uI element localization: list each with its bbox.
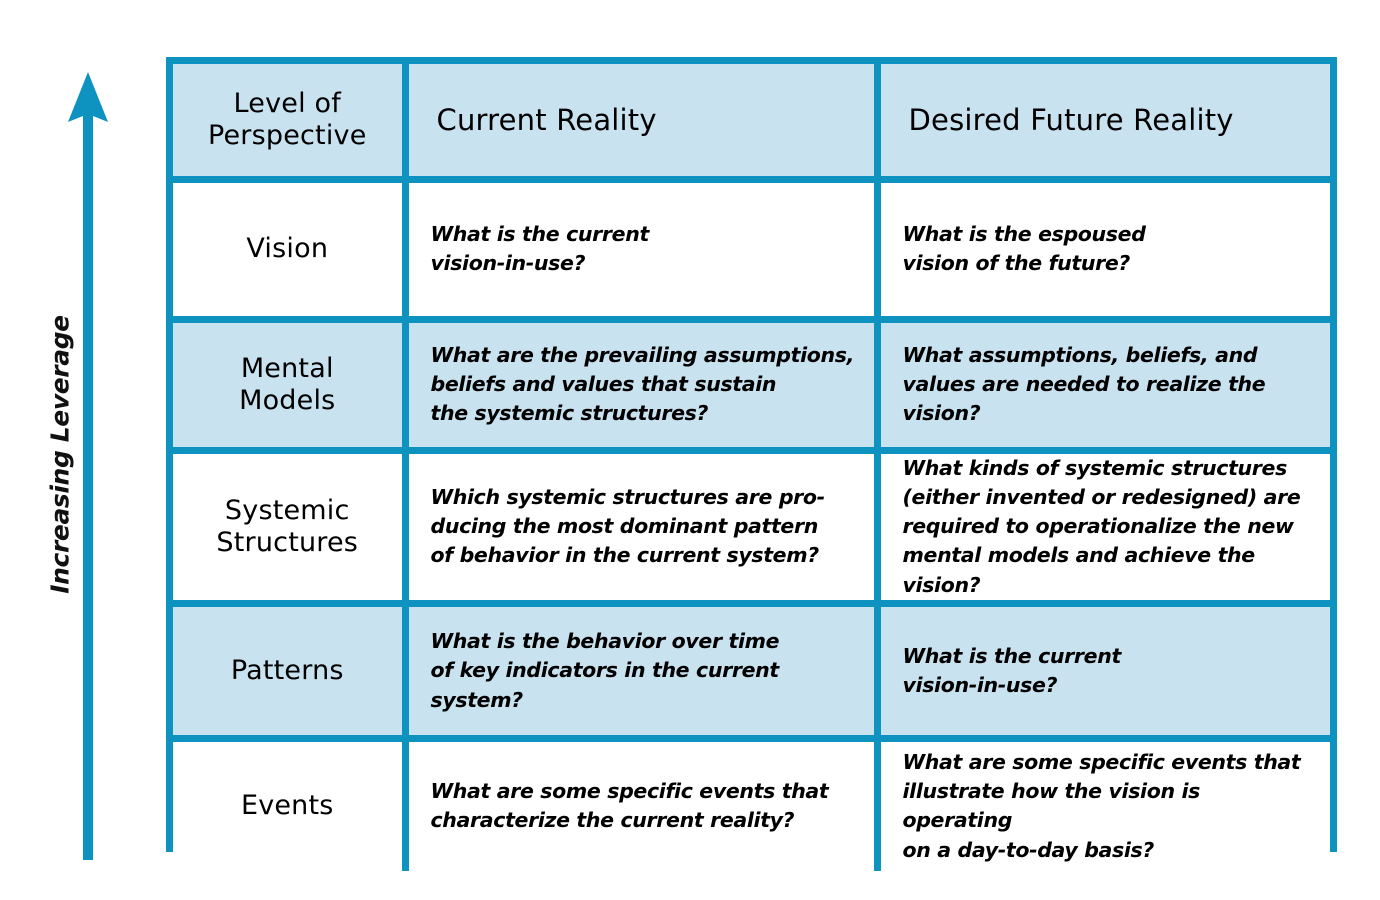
cell-patterns-current-reality: What is the behavior over time of key in… <box>405 603 881 743</box>
cell-vision-desired-future: What is the espoused vision of the futur… <box>877 179 1330 323</box>
leverage-axis-label: Increasing Leverage <box>45 315 75 594</box>
cell-events-current-reality: What are some specific events that chara… <box>405 738 881 871</box>
header-level-of-perspective: Level of Perspective <box>173 64 409 183</box>
level-label-systemic-structures: Systemic Structures <box>173 450 409 608</box>
cell-systemic-structures-desired-future: What kinds of systemic structures (eithe… <box>877 450 1330 608</box>
level-label-vision: Vision <box>173 179 409 323</box>
cell-patterns-desired-future: What is the current vision-in-use? <box>877 603 1330 743</box>
cell-mental-models-desired-future: What assumptions, beliefs, and values ar… <box>877 319 1330 454</box>
level-label-patterns: Patterns <box>173 603 409 743</box>
leverage-axis: Increasing Leverage <box>0 0 160 900</box>
level-label-mental-models: Mental Models <box>173 319 409 454</box>
cell-vision-current-reality: What is the current vision-in-use? <box>405 179 881 323</box>
header-current-reality: Current Reality <box>405 64 881 183</box>
matrix-header-row: Level of Perspective Current Reality Des… <box>173 64 1330 183</box>
table-row: Vision What is the current vision-in-use… <box>173 179 1330 323</box>
cell-mental-models-current-reality: What are the prevailing assumptions, bel… <box>405 319 881 454</box>
table-row: Mental Models What are the prevailing as… <box>173 319 1330 454</box>
up-arrow-icon <box>68 72 108 860</box>
cell-events-desired-future: What are some specific events that illus… <box>877 738 1330 871</box>
header-desired-future-reality: Desired Future Reality <box>877 64 1330 183</box>
levels-of-perspective-matrix: Level of Perspective Current Reality Des… <box>166 57 1337 871</box>
level-label-events: Events <box>173 738 409 871</box>
cell-systemic-structures-current-reality: Which systemic structures are pro- ducin… <box>405 450 881 608</box>
table-row: Systemic Structures Which systemic struc… <box>173 450 1330 608</box>
table-row: Events What are some specific events tha… <box>173 738 1330 871</box>
table-row: Patterns What is the behavior over time … <box>173 603 1330 743</box>
